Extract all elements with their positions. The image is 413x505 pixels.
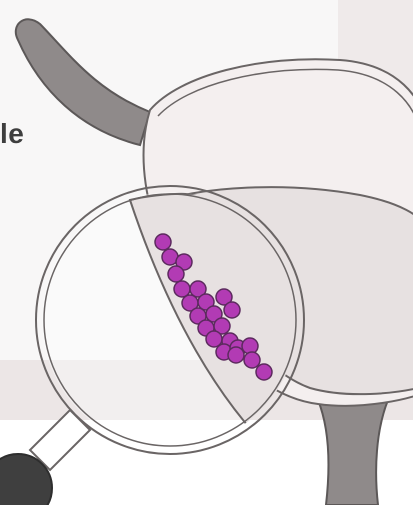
gallstone-icon — [168, 266, 184, 282]
gallstone-icon — [244, 352, 260, 368]
gallstone-icon — [256, 364, 272, 380]
upper-duct-icon — [16, 19, 150, 145]
gallstone-icon — [224, 302, 240, 318]
gallstone-icon — [228, 347, 244, 363]
lower-duct-icon — [318, 400, 388, 505]
gallstone-icon — [155, 234, 171, 250]
